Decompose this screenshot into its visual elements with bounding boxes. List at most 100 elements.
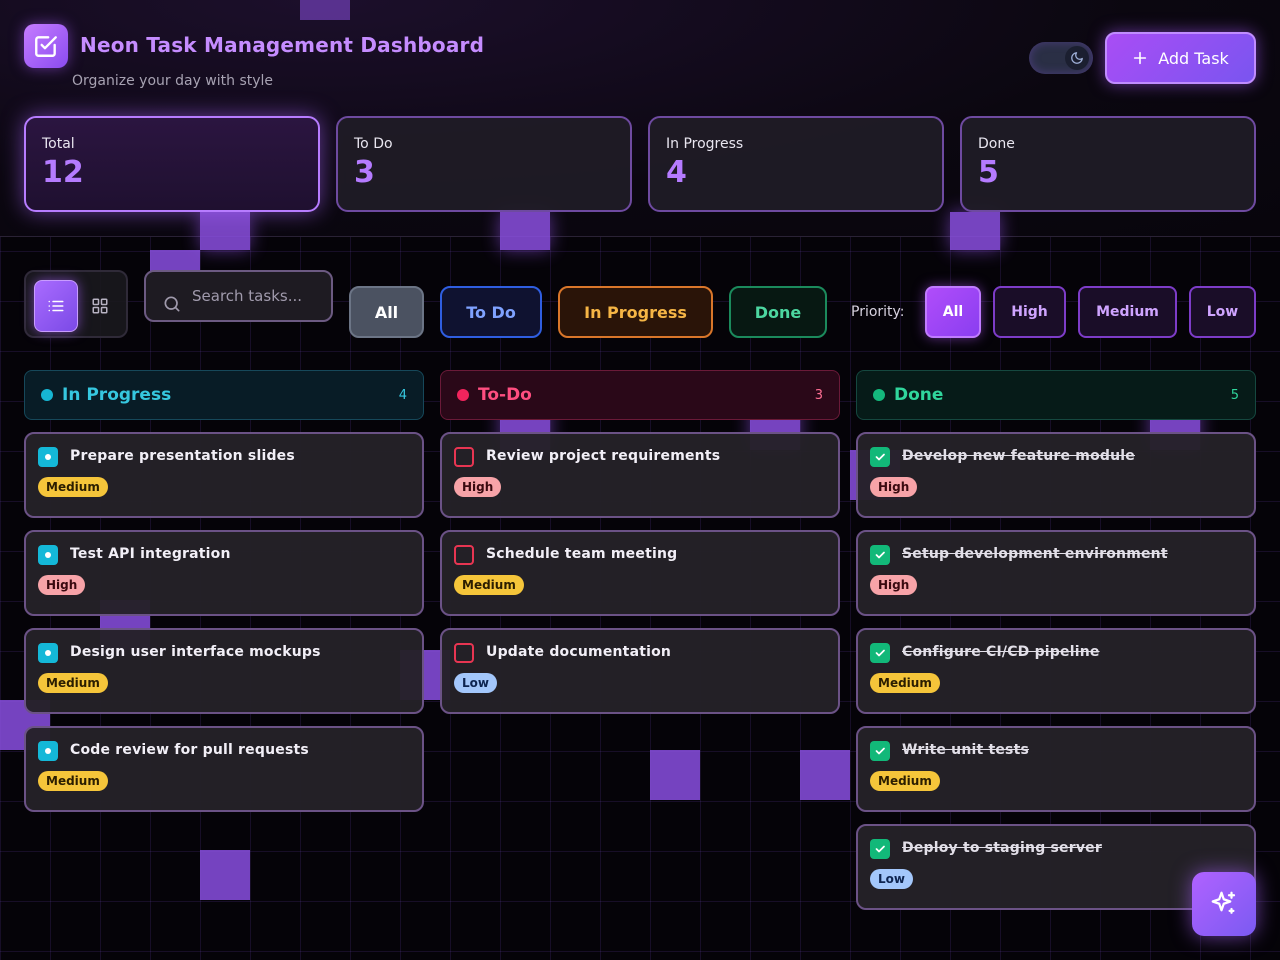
stat-card-todo[interactable]: To Do 3 (336, 116, 632, 212)
app-logo (24, 24, 68, 68)
priority-badge: Medium (454, 575, 524, 595)
stat-value: 4 (666, 155, 687, 190)
add-task-button[interactable]: Add Task (1105, 32, 1256, 84)
search-input[interactable] (192, 284, 328, 308)
priority-badge: Medium (870, 673, 940, 693)
task-card[interactable]: Review project requirements High (440, 432, 840, 518)
task-status-checkbox[interactable] (38, 545, 58, 565)
sparkles-icon (1211, 891, 1236, 914)
column-title: To-Do (478, 385, 532, 405)
task-status-checkbox[interactable] (38, 447, 58, 467)
ai-assist-button[interactable] (1192, 872, 1256, 936)
column-title: In Progress (62, 385, 172, 405)
priority-filter-medium[interactable]: Medium (1078, 286, 1177, 338)
task-status-checkbox[interactable] (454, 447, 474, 467)
task-title: Code review for pull requests (70, 742, 309, 758)
task-card[interactable]: Write unit tests Medium (856, 726, 1256, 812)
task-title: Design user interface mockups (70, 644, 321, 660)
column-header: Done 5 (856, 370, 1256, 420)
task-title: Test API integration (70, 546, 231, 562)
task-list: Review project requirements High Schedul… (440, 432, 840, 714)
priority-filter-all[interactable]: All (925, 286, 981, 338)
task-title: Prepare presentation slides (70, 448, 295, 464)
task-title: Develop new feature module (902, 448, 1135, 464)
task-card[interactable]: Test API integration High (24, 530, 424, 616)
task-card[interactable]: Prepare presentation slides Medium (24, 432, 424, 518)
grid-view-button[interactable] (78, 280, 122, 332)
priority-badge: Medium (38, 477, 108, 497)
task-card[interactable]: Design user interface mockups Medium (24, 628, 424, 714)
checkmark-icon (875, 551, 885, 559)
priority-filter-low[interactable]: Low (1189, 286, 1256, 338)
column-header: To-Do 3 (440, 370, 840, 420)
stat-card-in-progress[interactable]: In Progress 4 (648, 116, 944, 212)
page-subtitle: Organize your day with style (72, 73, 274, 89)
task-card[interactable]: Update documentation Low (440, 628, 840, 714)
column-todo: To-Do 3 Review project requirements High… (440, 370, 840, 726)
priority-badge: High (870, 477, 918, 497)
task-card[interactable]: Deploy to staging server Low (856, 824, 1256, 910)
column-in-progress: In Progress 4 Prepare presentation slide… (24, 370, 424, 824)
task-status-checkbox[interactable] (870, 447, 890, 467)
column-count: 4 (398, 387, 407, 403)
list-view-button[interactable] (34, 280, 78, 332)
task-list: Develop new feature module High Setup de… (856, 432, 1256, 910)
task-card[interactable]: Configure CI/CD pipeline Medium (856, 628, 1256, 714)
page-title: Neon Task Management Dashboard (80, 33, 485, 57)
task-status-checkbox[interactable] (870, 741, 890, 761)
priority-filter-label: Priority: (851, 304, 905, 320)
task-status-checkbox[interactable] (870, 545, 890, 565)
task-status-checkbox[interactable] (38, 741, 58, 761)
column-header: In Progress 4 (24, 370, 424, 420)
in-progress-dot-icon (45, 552, 51, 558)
stat-card-done[interactable]: Done 5 (960, 116, 1256, 212)
task-card[interactable]: Schedule team meeting Medium (440, 530, 840, 616)
checkbox-icon (35, 36, 57, 57)
neon-tile (650, 750, 700, 800)
search-icon (164, 296, 180, 312)
checkmark-icon (875, 649, 885, 657)
task-card[interactable]: Code review for pull requests Medium (24, 726, 424, 812)
neon-tile (950, 212, 1000, 250)
stat-label: Done (978, 136, 1015, 152)
stat-value: 5 (978, 155, 999, 190)
in-progress-dot-icon (45, 650, 51, 656)
checkmark-icon (875, 747, 885, 755)
theme-toggle-knob[interactable] (1065, 46, 1089, 70)
task-card[interactable]: Develop new feature module High (856, 432, 1256, 518)
task-status-checkbox[interactable] (870, 643, 890, 663)
status-filter-done[interactable]: Done (729, 286, 827, 338)
status-filter-all[interactable]: All (349, 286, 424, 338)
in-progress-dot-icon (45, 748, 51, 754)
priority-badge: High (454, 477, 502, 497)
task-title: Write unit tests (902, 742, 1030, 758)
task-status-checkbox[interactable] (454, 643, 474, 663)
stat-value: 12 (42, 155, 84, 190)
task-status-checkbox[interactable] (870, 839, 890, 859)
stat-value: 3 (354, 155, 375, 190)
task-status-checkbox[interactable] (38, 643, 58, 663)
stat-label: To Do (354, 136, 393, 152)
neon-tile (500, 212, 550, 250)
task-card[interactable]: Setup development environment High (856, 530, 1256, 616)
status-dot (41, 389, 53, 401)
status-filter-in-progress[interactable]: In Progress (558, 286, 713, 338)
checkmark-icon (875, 453, 885, 461)
task-title: Review project requirements (486, 448, 721, 464)
stat-label: In Progress (666, 136, 744, 152)
column-done: Done 5 Develop new feature module High S… (856, 370, 1256, 922)
search-box (144, 270, 333, 322)
status-dot (873, 389, 885, 401)
status-dot (457, 389, 469, 401)
task-status-checkbox[interactable] (454, 545, 474, 565)
priority-filter-high[interactable]: High (993, 286, 1066, 338)
theme-toggle[interactable] (1029, 42, 1093, 74)
priority-badge: Medium (38, 673, 108, 693)
status-filter-todo[interactable]: To Do (440, 286, 542, 338)
view-mode-toggle (24, 270, 128, 338)
checkmark-icon (875, 845, 885, 853)
stat-card-total[interactable]: Total 12 (24, 116, 320, 212)
priority-badge: High (870, 575, 918, 595)
task-title: Deploy to staging server (902, 840, 1102, 856)
column-title: Done (894, 385, 944, 405)
